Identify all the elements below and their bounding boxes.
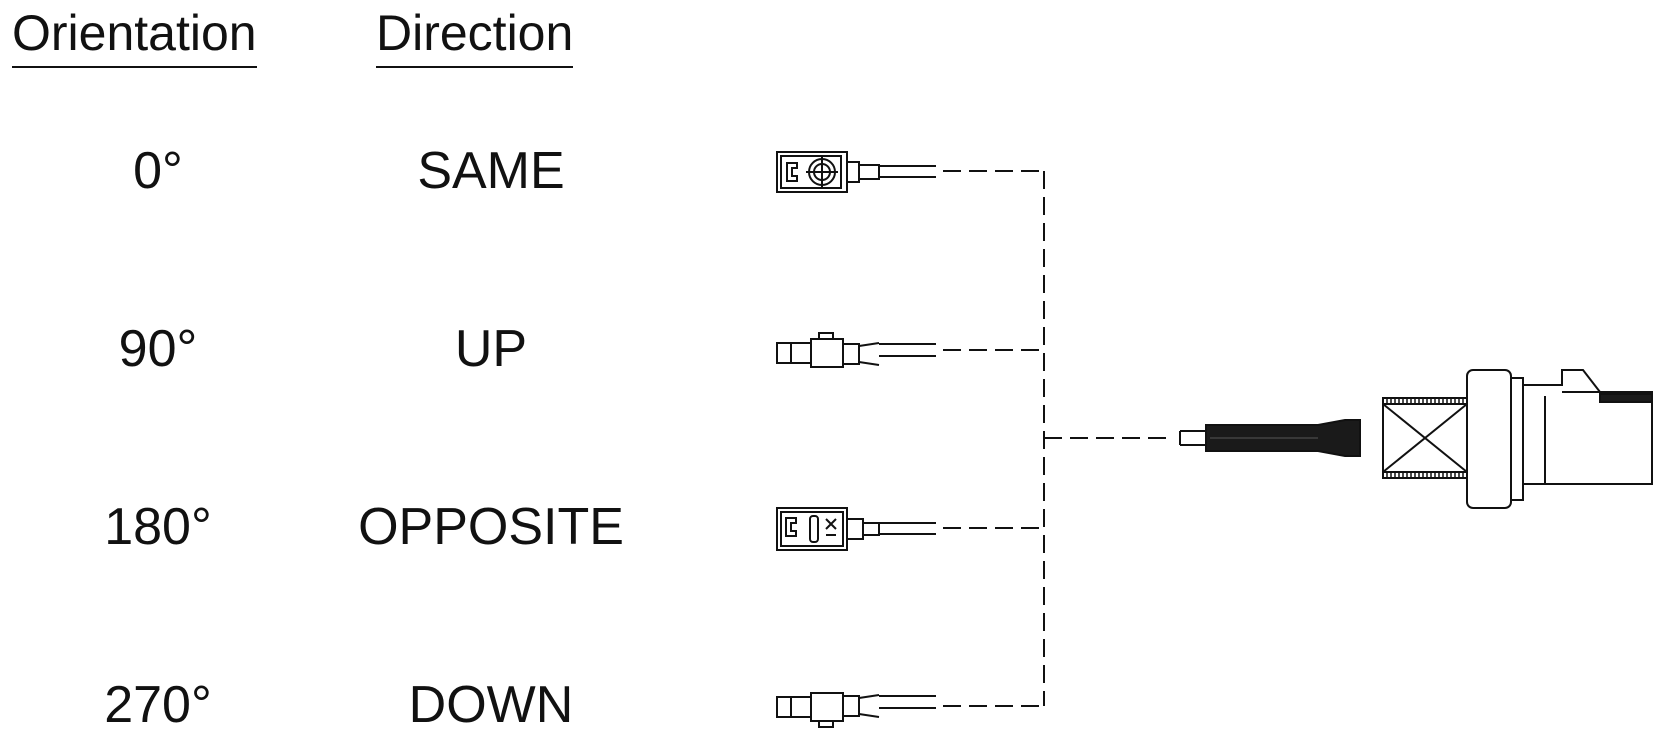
orientation-270: 270° [104, 676, 212, 734]
direction-up: UP [454, 320, 528, 378]
connector-down-icon [776, 692, 936, 728]
direction-header: Direction [376, 8, 574, 68]
dashed-leader-lines [943, 170, 1170, 707]
orientation-180: 180° [104, 498, 212, 556]
connector-opposite-icon [776, 507, 936, 551]
connector-up-icon [776, 332, 936, 368]
orientation-90: 90° [118, 320, 198, 378]
direction-same: SAME [417, 142, 565, 200]
direction-opposite: OPPOSITE [358, 498, 624, 556]
orientation-header: Orientation [12, 8, 257, 68]
direction-down: DOWN [408, 676, 574, 734]
connector-same-icon [776, 151, 936, 193]
orientation-0: 0° [133, 142, 183, 200]
panel-mount-connector-icon [1179, 369, 1653, 509]
